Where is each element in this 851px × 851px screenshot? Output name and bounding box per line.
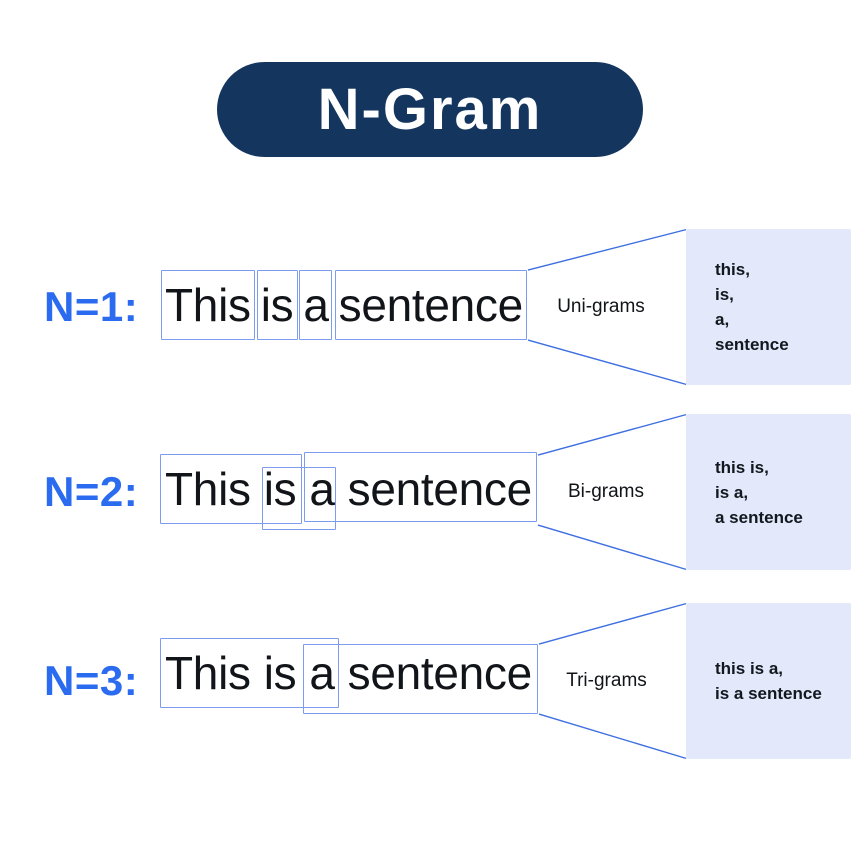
sentence-word: is [263,647,297,699]
result-box: this, is, a, sentence [686,229,851,385]
funnel: Uni-grams [528,229,686,385]
gram-result-line: sentence [715,335,789,354]
n-equals-label: N=3: [44,657,139,704]
gram-result-line: is, [715,285,734,304]
gram-result-line: is a, [715,482,749,502]
sentence-word: sentence [347,463,533,515]
result-box: this is, is a, a sentence [686,414,851,570]
sentence-word: sentence [338,279,524,331]
sentence-word: This [165,279,251,331]
sentence-word: a [309,463,335,515]
sentence-word: is [260,279,294,331]
gram-result-line: a, [715,310,730,329]
sentence: This is a sentence [160,638,545,714]
result-box: this is a, is a sentence [686,603,851,759]
ngram-row-trigram: N=3: This is a sentence Tri-grams this i… [0,603,851,759]
sentence-word: a [309,647,335,699]
funnel-lines-icon [539,603,686,759]
gram-type-label: Bi-grams [567,481,644,502]
sentence-word: is [263,463,297,515]
funnel: Bi-grams [538,414,686,570]
funnel-lines-icon [538,414,686,570]
sentence-word: a [303,279,329,331]
gram-result-line: this is, [715,457,769,477]
ngram-row-bigram: N=2: This is a sentence Bi-grams this is… [0,414,851,570]
sentence-word: This [165,647,251,699]
n-equals-label: N=1: [44,283,139,330]
gram-result-line: a sentence [715,507,803,527]
gram-result-line: is a sentence [715,684,822,703]
funnel-lines-icon [528,229,686,385]
page-title: N-Gram [317,77,543,142]
n-equals-label: N=2: [44,468,139,515]
gram-type-label: Uni-grams [557,296,645,317]
sentence-word: This [165,463,251,515]
gram-result-line: this, [715,260,750,279]
gram-result-line: this is a, [715,659,784,678]
gram-type-label: Tri-grams [566,670,647,691]
sentence-word: sentence [347,647,533,699]
funnel: Tri-grams [539,603,686,759]
sentence: This is a sentence [160,452,545,530]
title-pill: N-Gram [217,62,643,157]
ngram-row-unigram: N=1: This is a sentence Uni-grams this, … [0,229,851,385]
sentence: This is a sentence [161,270,533,340]
